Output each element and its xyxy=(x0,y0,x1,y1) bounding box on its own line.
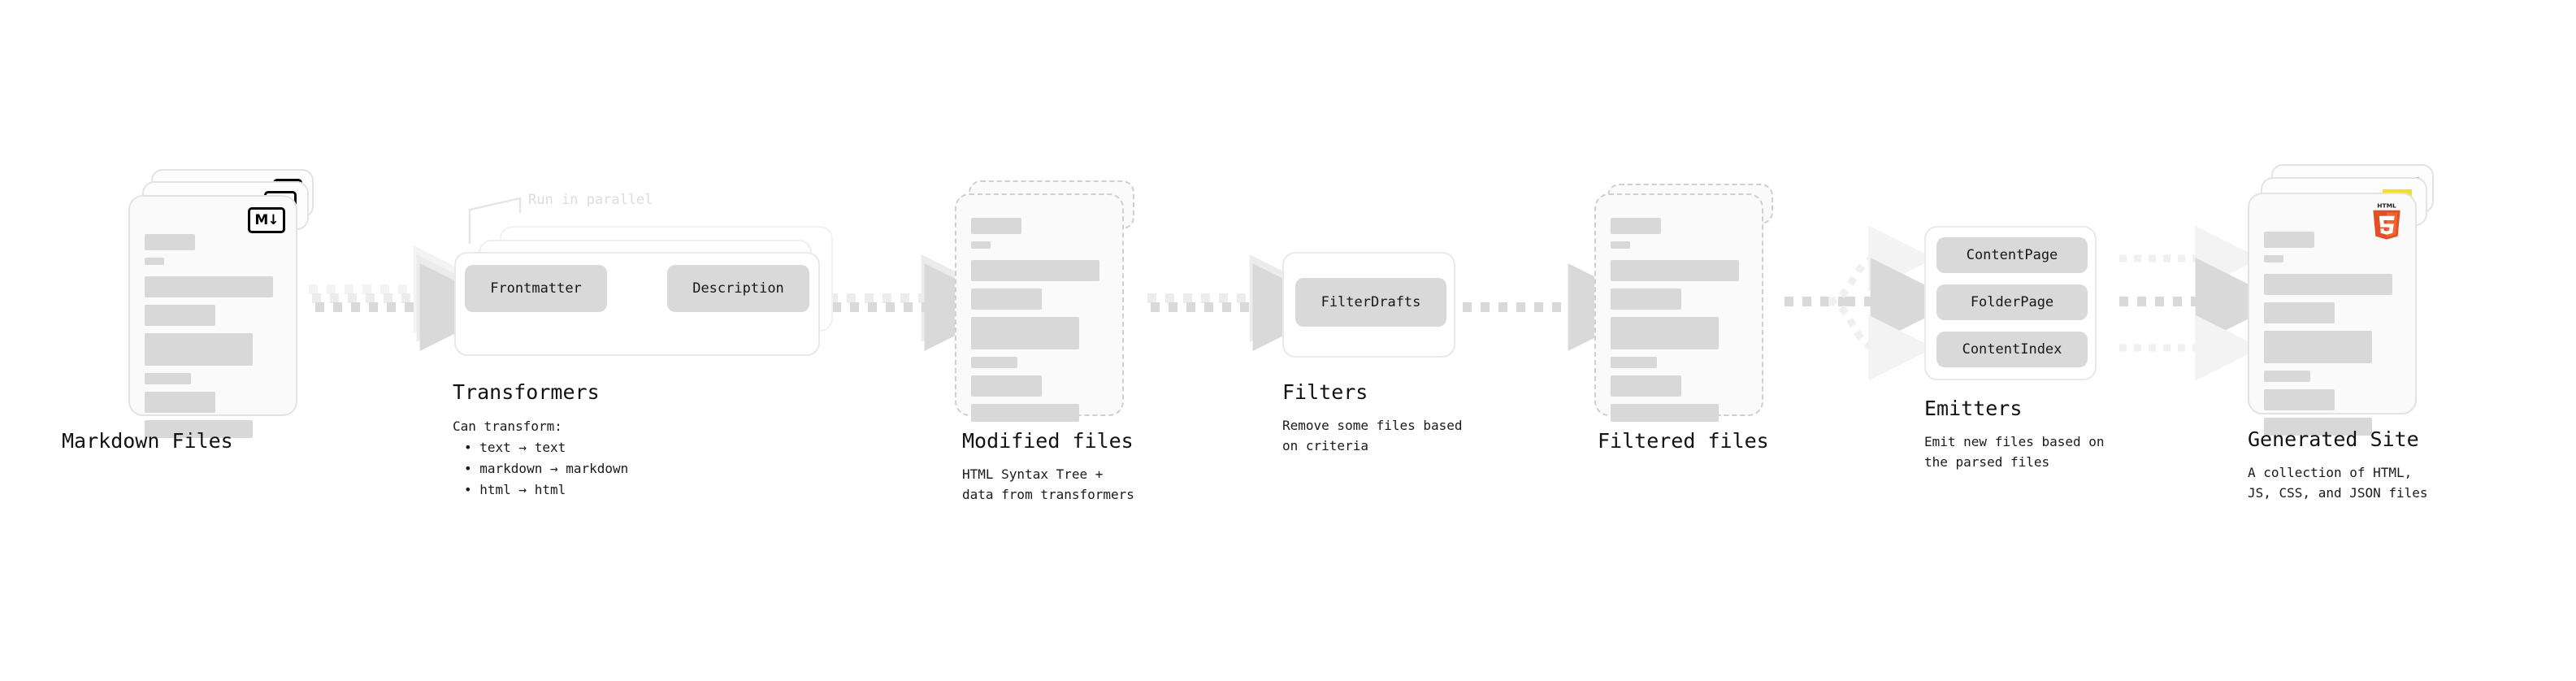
bullet-text: • text → text xyxy=(453,437,628,458)
filters-subtitle: Remove some files based on criteria xyxy=(1282,418,1463,453)
generated-site-title: Generated Site xyxy=(2248,427,2419,451)
filters-box[interactable]: FilterDrafts xyxy=(1282,252,1455,358)
connector-markdown-to-transformers xyxy=(309,245,508,351)
skeleton-bar xyxy=(2264,371,2311,382)
bullet-label: text → text xyxy=(479,440,566,455)
modified-files-subtitle: HTML Syntax Tree + data from transformer… xyxy=(962,466,1134,502)
skeleton-bar xyxy=(2264,418,2372,436)
skeleton-bar xyxy=(971,260,1099,281)
skeleton-bar xyxy=(145,392,216,413)
emitters-subtitle: Emit new files based on the parsed files xyxy=(1924,434,2105,470)
skeleton-bar xyxy=(971,288,1043,310)
skeleton-bar xyxy=(145,420,253,438)
skeleton-bar xyxy=(971,357,1018,368)
modified-files-title: Modified files xyxy=(962,429,1134,453)
site-skeleton xyxy=(2264,232,2400,443)
transformers-title: Transformers xyxy=(453,380,600,404)
pill-contentindex[interactable]: ContentIndex xyxy=(1936,332,2088,367)
skeleton-bar xyxy=(971,241,991,249)
pill-filterdrafts[interactable]: FilterDrafts xyxy=(1295,278,1446,327)
skeleton-bar xyxy=(971,218,1022,234)
transformers-box[interactable]: Frontmatter Description xyxy=(454,252,820,356)
bullet-label: html → html xyxy=(479,481,566,497)
skeleton-bar xyxy=(1611,375,1682,397)
skeleton-bar xyxy=(1611,288,1682,310)
skeleton-bar xyxy=(2264,274,2392,295)
skeleton-bar xyxy=(2264,331,2372,363)
pill-contentpage[interactable]: ContentPage xyxy=(1936,237,2088,273)
run-in-parallel-annotation: Run in parallel xyxy=(528,192,653,208)
bullet-dot: • xyxy=(464,460,480,476)
skeleton-bar xyxy=(1611,404,1719,422)
markdown-skeleton xyxy=(145,234,280,445)
skeleton-bar xyxy=(1611,218,1662,234)
skeleton-bar xyxy=(145,333,253,366)
site-card-front[interactable]: HTML xyxy=(2248,193,2417,436)
skeleton-bar xyxy=(971,404,1079,422)
pill-description[interactable]: Description xyxy=(667,265,809,312)
skeleton-bar xyxy=(2264,302,2335,323)
markdown-files-title: Markdown Files xyxy=(62,429,233,453)
connector-filtered-to-emitters xyxy=(1785,225,1958,381)
svg-text:HTML: HTML xyxy=(2377,202,2396,209)
skeleton-bar xyxy=(2264,389,2335,410)
bullet-dot: • xyxy=(464,440,480,455)
bullet-dot: • xyxy=(464,481,480,497)
filtered-files-title: Filtered files xyxy=(1598,429,1769,453)
modified-card-front[interactable] xyxy=(955,193,1124,422)
skeleton-bar xyxy=(971,375,1043,397)
connector-transformers-to-modified xyxy=(829,254,1013,351)
markdown-card-front[interactable]: M↓ xyxy=(128,195,297,438)
skeleton-bar xyxy=(971,317,1079,349)
skeleton-bar xyxy=(145,276,273,297)
bullet-label: markdown → markdown xyxy=(479,460,629,476)
generated-site-subtitle: A collection of HTML, JS, CSS, and JSON … xyxy=(2248,465,2428,501)
bullet-html: • html → html xyxy=(453,479,628,501)
transformers-subtitle: Can transform: xyxy=(453,419,562,434)
emitters-title: Emitters xyxy=(1924,397,2023,420)
skeleton-bar xyxy=(145,305,216,326)
connector-emitters-to-site xyxy=(2119,225,2283,381)
transformers-bullets: • text → text • markdown → markdown • ht… xyxy=(453,437,628,501)
skeleton-bar xyxy=(1611,317,1719,349)
connector-modified-to-filters xyxy=(1147,254,1341,351)
skeleton-bar xyxy=(145,234,196,250)
skeleton-bar xyxy=(1611,260,1739,281)
filtered-skeleton xyxy=(1611,218,1746,429)
skeleton-bar xyxy=(1611,357,1658,368)
markdown-badge: M↓ xyxy=(248,207,285,233)
html5-badge: HTML xyxy=(2370,202,2404,240)
skeleton-bar xyxy=(1611,241,1630,249)
html5-shield-icon: HTML xyxy=(2373,202,2400,240)
bullet-markdown: • markdown → markdown xyxy=(453,458,628,479)
pill-frontmatter[interactable]: Frontmatter xyxy=(465,265,607,312)
filters-title: Filters xyxy=(1282,380,1368,404)
skeleton-bar xyxy=(145,373,192,384)
filtered-card-front[interactable] xyxy=(1594,193,1763,422)
modified-skeleton xyxy=(971,218,1107,429)
skeleton-bar xyxy=(2264,232,2315,248)
pill-folderpage[interactable]: FolderPage xyxy=(1936,284,2088,320)
emitters-box[interactable]: ContentPage FolderPage ContentIndex xyxy=(1924,226,2097,380)
skeleton-bar xyxy=(2264,255,2283,262)
skeleton-bar xyxy=(145,258,164,265)
